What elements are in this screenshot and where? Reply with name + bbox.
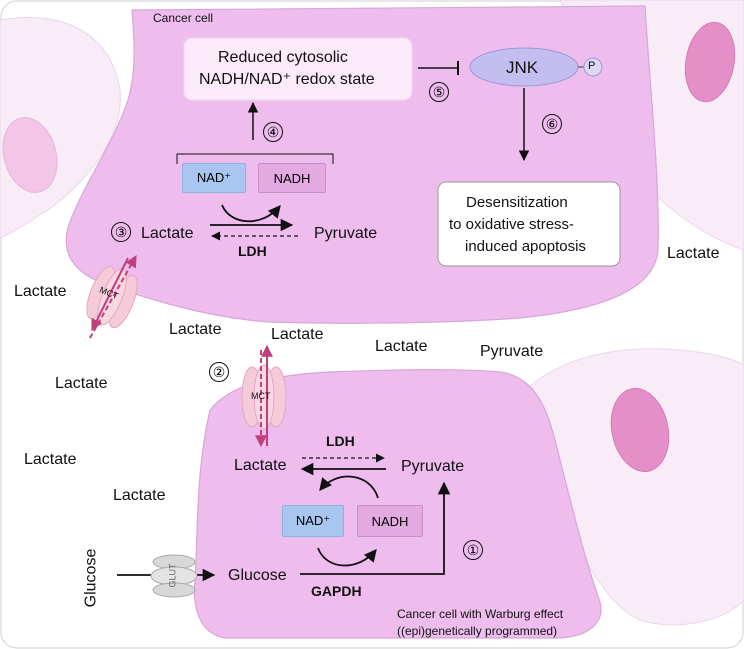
step-3-marker: ③ xyxy=(111,222,131,242)
nadh-box-bottom: NADH xyxy=(357,505,423,537)
apoptosis-text-line3: induced apoptosis xyxy=(465,238,586,255)
glut-transporter xyxy=(150,554,198,598)
transport-arrow-out xyxy=(91,257,129,332)
apoptosis-text-line2: to oxidative stress- xyxy=(449,216,575,233)
lactate-label-extracellular: Lactate xyxy=(169,321,222,338)
pyruvate-label-extracellular: Pyruvate xyxy=(480,343,544,360)
curved-arrow-gapdh xyxy=(317,547,377,567)
pyruvate-label-top-cell: Pyruvate xyxy=(314,225,378,242)
lactate-label-extracellular: Lactate xyxy=(271,326,324,343)
step-4-marker: ④ xyxy=(263,122,283,142)
ldh-label-bottom: LDH xyxy=(326,433,355,449)
apoptosis-box xyxy=(437,181,621,267)
pyruvate-label-bottom-cell: Pyruvate xyxy=(401,458,465,475)
bottom-cell-label-line1: Cancer cell with Warburg effect xyxy=(397,607,564,621)
bottom-cell-label-line2: ((epi)genetically programmed) xyxy=(397,624,558,638)
ldh-label-top: LDH xyxy=(238,243,267,259)
nucleus xyxy=(2,117,58,193)
nucleus xyxy=(684,21,736,103)
mct-transporter-top xyxy=(86,265,138,329)
phospho-group xyxy=(583,57,603,77)
top-cell-label: Cancer cell xyxy=(153,11,214,25)
lactate-label-bottom-cell: Lactate xyxy=(234,457,287,474)
lactate-label-right: Lactate xyxy=(667,245,720,262)
redox-text-line2: NADH/NAD⁺ redox state xyxy=(199,71,375,88)
gapdh-label: GAPDH xyxy=(311,583,362,599)
lactate-label-extracellular: Lactate xyxy=(24,451,77,468)
redox-state-box xyxy=(183,37,413,101)
mct-label-bottom: MCT xyxy=(251,391,271,401)
nad-box-top: NAD⁺ xyxy=(182,163,246,193)
nucleus xyxy=(610,388,670,472)
curved-arrow-nadh-to-nad xyxy=(319,475,379,499)
lactate-label-extracellular: Lactate xyxy=(55,375,108,392)
bracket xyxy=(176,153,334,164)
glucose-label-intracellular: Glucose xyxy=(228,567,287,584)
arrow-glucose-to-pyruvate xyxy=(300,481,451,575)
curved-arrow-nad-to-nadh xyxy=(221,204,281,223)
lactate-label-extracellular: Lactate xyxy=(113,487,166,504)
glut-label: GLUT xyxy=(167,563,178,588)
step-2-marker: ② xyxy=(209,362,229,382)
nad-box-bottom: NAD⁺ xyxy=(282,505,344,537)
lactate-label-extracellular: Lactate xyxy=(14,283,67,300)
step-1-marker: ① xyxy=(463,540,483,560)
step-6-marker: ⑥ xyxy=(542,114,562,134)
jnk-label: JNK xyxy=(506,58,539,77)
lactate-label-extracellular: Lactate xyxy=(375,338,428,355)
redox-text-line1: Reduced cytosolic xyxy=(218,49,348,66)
phospho-label: P xyxy=(588,60,596,72)
nadh-box-top: NADH xyxy=(258,163,326,193)
apoptosis-text-line1: Desensitization xyxy=(466,194,568,211)
step-5-marker: ⑤ xyxy=(429,82,449,102)
glucose-label-extracellular: Glucose xyxy=(82,548,100,608)
lactate-label-top-cell: Lactate xyxy=(141,225,194,242)
